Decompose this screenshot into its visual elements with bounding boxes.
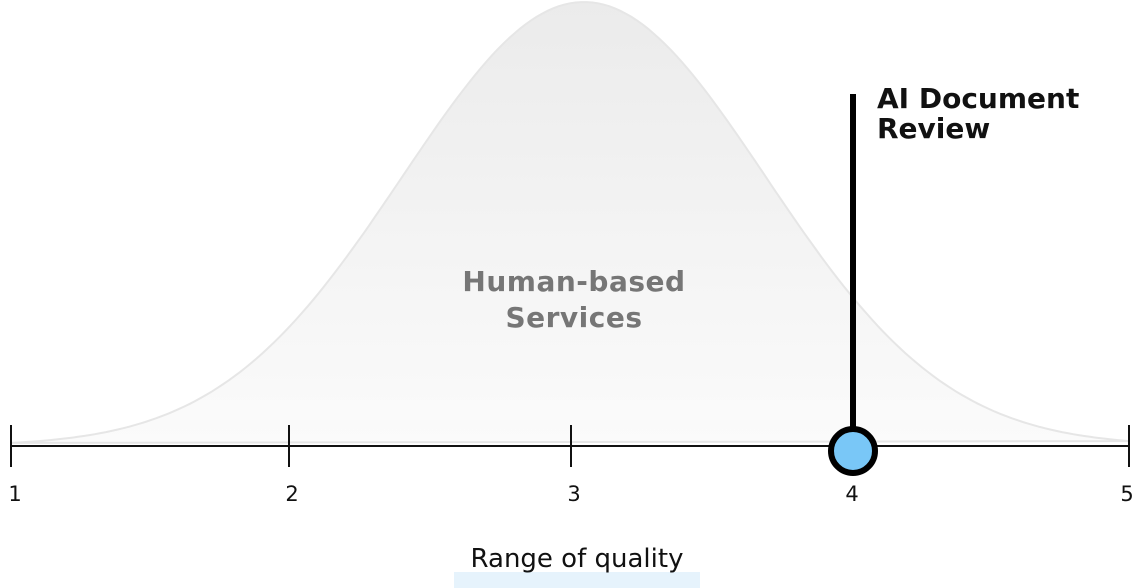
tick-label-3: 3 xyxy=(567,482,581,506)
distribution-label-line-1: Human-based xyxy=(462,265,686,298)
human-services-distribution-curve xyxy=(10,1,1130,444)
axis-title-highlight xyxy=(454,572,700,588)
tick-label-5: 5 xyxy=(1120,482,1134,506)
tick-label-2: 2 xyxy=(285,482,299,506)
marker-label-line-1: AI Document xyxy=(877,82,1080,115)
marker-label: AI Document Review xyxy=(877,84,1079,144)
distribution-label-line-2: Services xyxy=(505,301,643,334)
tick-label-1: 1 xyxy=(8,482,22,506)
marker-label-line-2: Review xyxy=(877,112,991,145)
ai-document-review-marker xyxy=(828,426,878,476)
distribution-label: Human-based Services xyxy=(462,264,686,336)
tick-label-4: 4 xyxy=(845,482,859,506)
x-axis-title: Range of quality xyxy=(470,544,684,574)
